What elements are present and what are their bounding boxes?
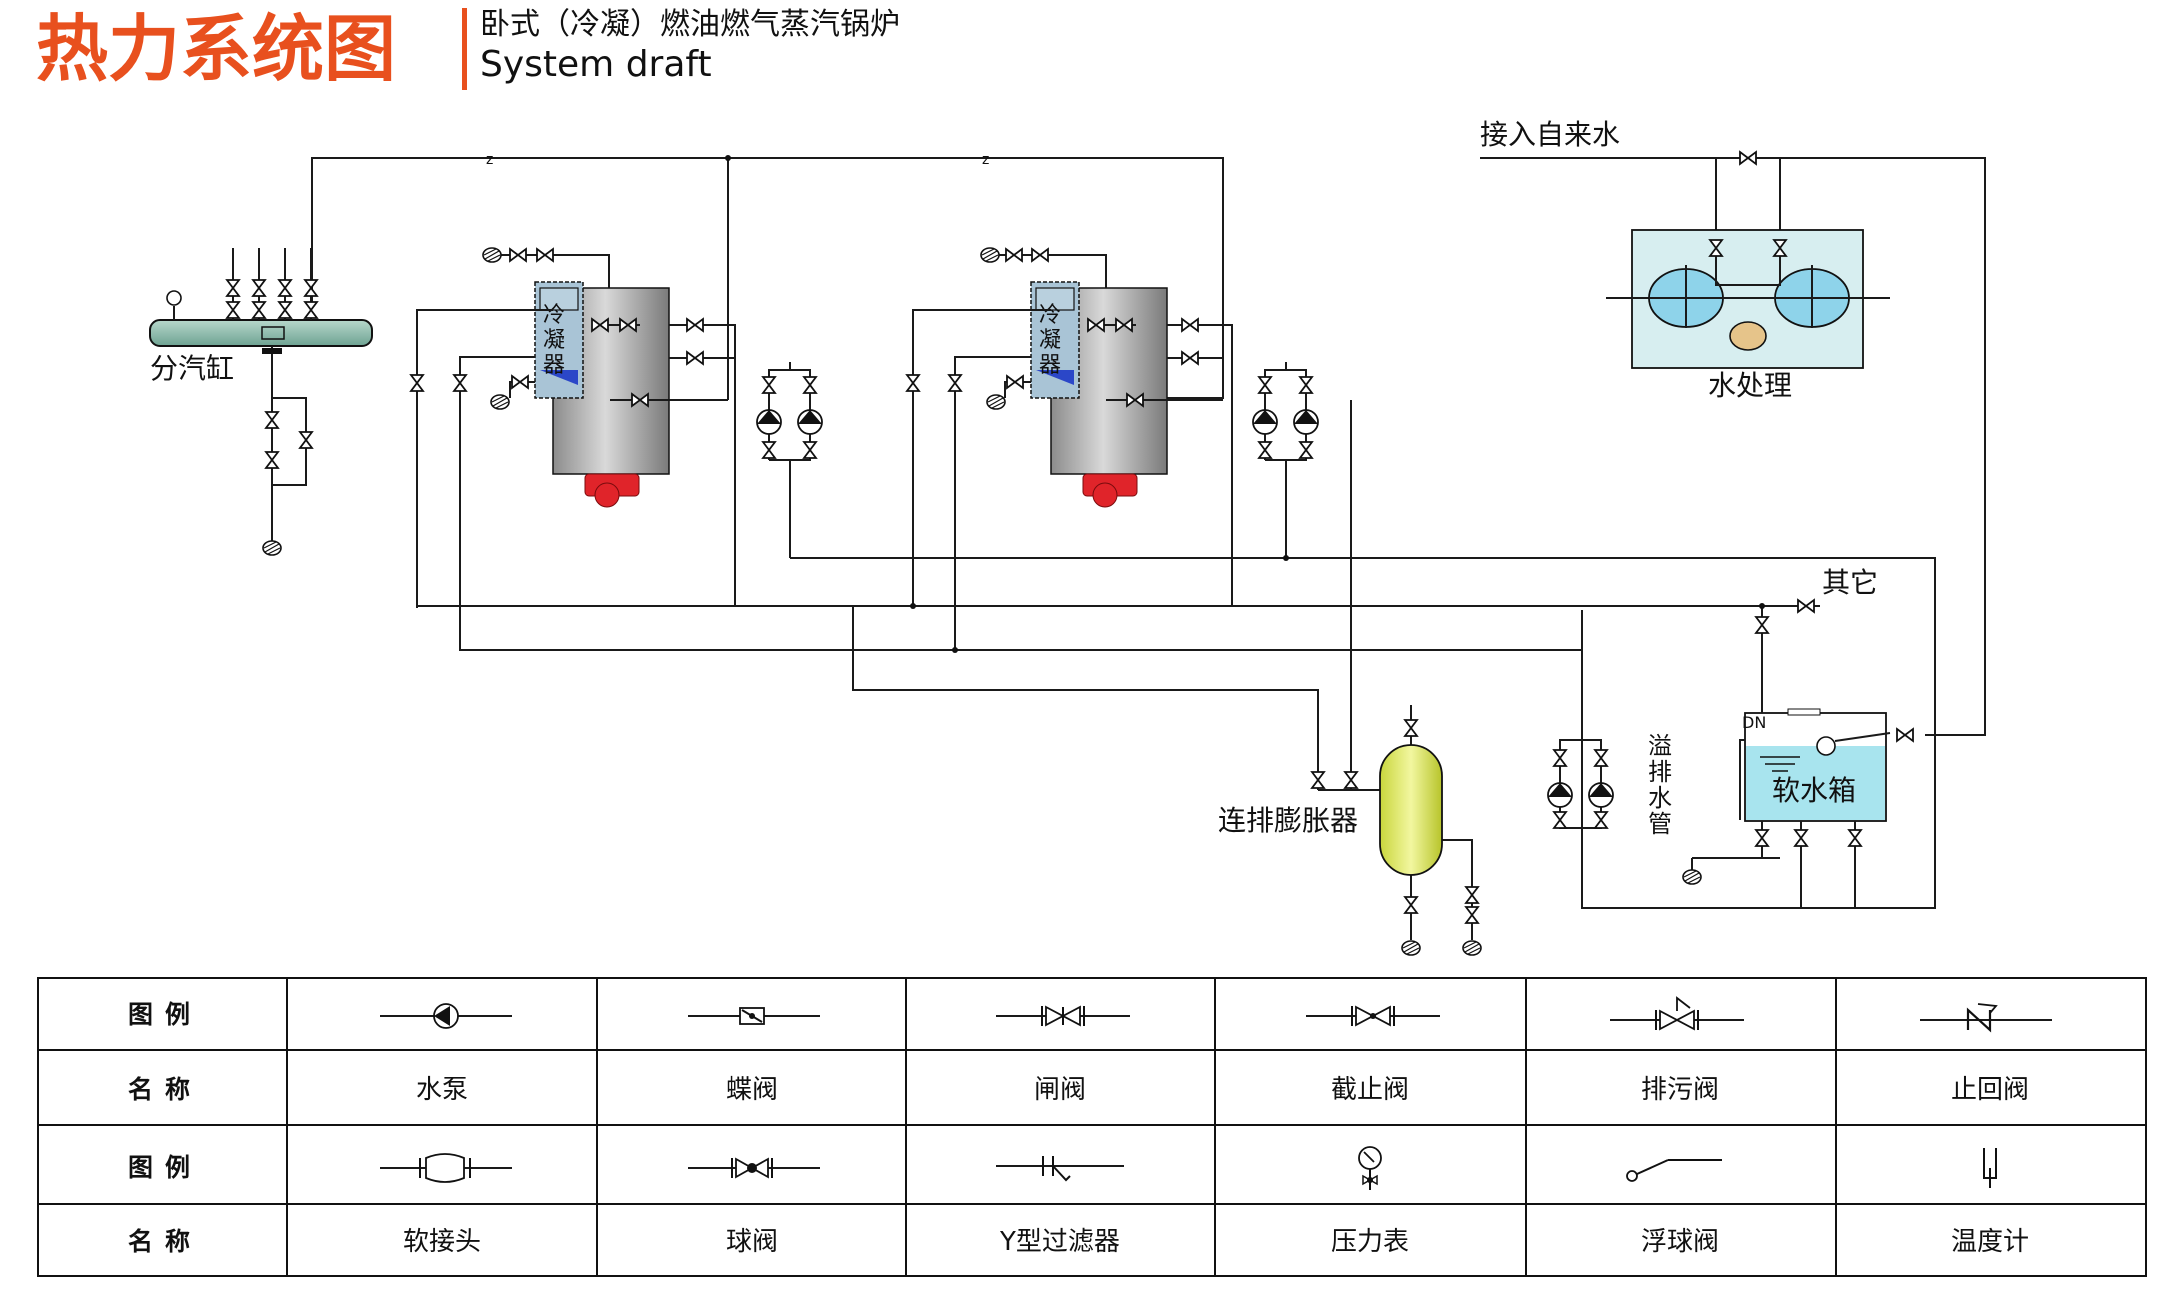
legend-name-flexible-joint: 软接头 — [403, 1227, 481, 1257]
pipe-mark-2: z — [982, 152, 989, 168]
other-label: 其它 — [1822, 566, 1878, 599]
pipe-mark-1: z — [486, 152, 493, 168]
flexible-joint-icon — [380, 1153, 512, 1183]
condenser-1-char-2: 凝 — [543, 328, 565, 353]
blowdown-expander: 连排膨胀器 — [1218, 705, 1482, 956]
overflow-char-4: 管 — [1648, 810, 1672, 838]
legend-name-gate-valve: 闸阀 — [1034, 1075, 1086, 1105]
ball-valve-icon — [688, 1157, 820, 1179]
pressure-gauge-icon — [166, 290, 182, 306]
steam-header: 分汽缸 — [149, 248, 373, 556]
legend-name-ball-valve: 球阀 — [726, 1227, 778, 1257]
legend-name-check-valve: 止回阀 — [1951, 1075, 2029, 1105]
boiler-1: 冷 凝 器 — [410, 247, 823, 608]
boiler-2: 冷 凝 器 — [906, 247, 1319, 650]
legend-row1-header: 图例 — [128, 1000, 202, 1029]
legend-name-pump: 水泵 — [416, 1075, 468, 1105]
title-divider — [462, 8, 467, 90]
soft-water-tank: 软水箱 DN 溢 排 水 管 — [1648, 656, 1935, 909]
blowdown-valve-icon — [1610, 996, 1744, 1031]
steam-header-vessel — [149, 319, 373, 347]
legend-row4-header: 名称 — [128, 1227, 202, 1256]
condenser-1-char-1: 冷 — [543, 303, 565, 328]
condenser-2-char-1: 冷 — [1039, 303, 1061, 328]
thermometer-icon — [1983, 1148, 1997, 1188]
other-branch: 其它 — [1755, 566, 1878, 634]
water-treatment-label: 水处理 — [1708, 369, 1792, 402]
steam-header-label: 分汽缸 — [150, 352, 234, 385]
dn-label: DN — [1742, 713, 1766, 732]
expander-label: 连排膨胀器 — [1218, 804, 1358, 837]
legend-row3-header: 图例 — [128, 1153, 202, 1182]
legend-name-globe-valve: 截止阀 — [1331, 1075, 1409, 1105]
subtitle-cn: 卧式（冷凝）燃油燃气蒸汽锅炉 — [480, 7, 900, 42]
return-pipes — [416, 400, 1936, 909]
legend-name-blowdown-valve: 排污阀 — [1641, 1075, 1719, 1105]
legend-name-pressure-gauge: 压力表 — [1331, 1227, 1409, 1257]
globe-valve-icon — [1306, 1005, 1440, 1027]
overflow-char-2: 排 — [1648, 758, 1672, 786]
legend-table: 图例 名称 图例 名称 — [37, 977, 2147, 1277]
tap-water-label: 接入自来水 — [1480, 118, 1620, 151]
subtitle-en: System draft — [480, 44, 712, 85]
gate-valve-icon — [996, 1005, 1130, 1027]
condenser-2-char-3: 器 — [1039, 353, 1061, 378]
expander-vessel — [1379, 744, 1443, 876]
y-strainer-icon — [996, 1156, 1124, 1182]
salt-tank — [1729, 321, 1767, 351]
legend-name-thermometer: 温度计 — [1951, 1227, 2029, 1257]
page-title: 热力系统图 — [36, 7, 396, 91]
condenser-1-char-3: 器 — [543, 353, 565, 378]
legend-name-y-strainer: Y型过滤器 — [999, 1227, 1120, 1257]
check-valve-icon — [1920, 1003, 2052, 1033]
pressure-gauge-icon — [1358, 1146, 1382, 1190]
legend-name-butterfly-valve: 蝶阀 — [726, 1075, 778, 1105]
overflow-char-3: 水 — [1648, 784, 1672, 812]
overflow-char-1: 溢 — [1648, 732, 1672, 760]
soft-water-pumps — [1547, 735, 1614, 908]
page-header: 热力系统图 卧式（冷凝）燃油燃气蒸汽锅炉 System draft — [36, 7, 900, 91]
legend-row2-header: 名称 — [128, 1075, 202, 1104]
burner-2 — [1082, 473, 1138, 508]
legend-name-float-valve: 浮球阀 — [1641, 1227, 1719, 1257]
float-valve-icon — [1626, 1159, 1722, 1182]
burner-1 — [584, 473, 640, 508]
pump-icon — [380, 1003, 512, 1029]
water-treatment: 接入自来水 水处理 — [1480, 118, 1986, 736]
condenser-2-char-2: 凝 — [1039, 328, 1061, 353]
soft-water-tank-label: 软水箱 — [1772, 774, 1856, 807]
butterfly-valve-icon — [688, 1007, 820, 1025]
